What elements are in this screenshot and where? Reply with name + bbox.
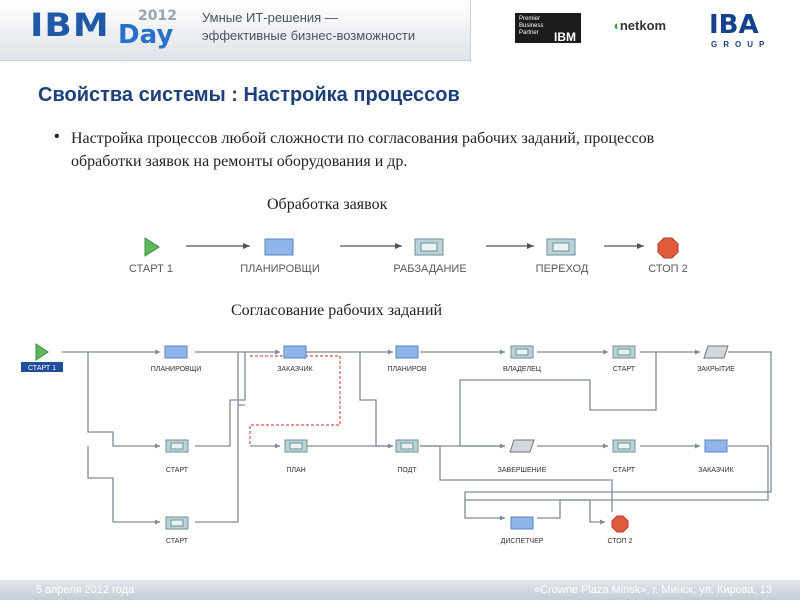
ibmday-banner: IBM 2012 Day Умные ИТ-решения — эффектив… — [0, 0, 470, 61]
badge-line: Business — [519, 23, 544, 29]
logo-year: 2012 — [138, 8, 177, 24]
closing-node-icon — [703, 345, 729, 359]
badge-line: Partner — [519, 30, 539, 36]
node-label: СТАРТ — [166, 538, 189, 545]
node-label: ЗАКАЗЧИК — [698, 467, 734, 474]
node-label: СТАРТ — [613, 366, 636, 373]
start-node-icon — [35, 343, 49, 361]
tagline-line2: эффективные бизнес-возможности — [202, 28, 416, 43]
netkom-mark-icon: ◖ — [612, 18, 620, 33]
node-label: ЗАВЕРШЕНИЕ — [498, 467, 547, 474]
subprocess-node-icon — [414, 238, 444, 256]
completion-node-icon — [509, 439, 535, 453]
stop-node-icon — [657, 237, 679, 259]
netkom-logo: ◖netkom — [612, 18, 666, 33]
process-diagrams: СТАРТ 1 ПЛАНИРОВЩИ РАБЗАДАНИЕ ПЕРЕХОД СТ… — [21, 237, 772, 545]
node-label: СТАРТ 1 — [129, 263, 173, 275]
tagline-line1: Умные ИТ-решения — — [202, 10, 338, 25]
node-label: ПЕРЕХОД — [536, 263, 589, 275]
footer-bar: 5 апреля 2012 года «Crowne Plaza Minsk»,… — [0, 580, 800, 600]
task-node-icon — [283, 345, 307, 359]
node-label: СТОП 2 — [607, 538, 632, 545]
node-label: РАБЗАДАНИЕ — [393, 263, 466, 275]
node-label: ПЛАН — [286, 467, 305, 474]
task-node-icon — [264, 238, 294, 256]
flow2-connectors — [62, 349, 772, 525]
subprocess-node-icon — [165, 516, 189, 530]
header-banner: IBM 2012 Day Умные ИТ-решения — эффектив… — [0, 0, 800, 62]
partner-logos: Premier Business Partner IBM ◖netkom IBA… — [470, 0, 800, 62]
slide-title: Свойства системы : Настройка процессов — [38, 84, 460, 106]
badge-ibm-mark: IBM — [554, 30, 576, 44]
flow2-title: Согласование рабочих заданий — [231, 302, 443, 319]
task-node-icon — [164, 345, 188, 359]
flow1-title: Обработка заявок — [267, 196, 388, 213]
subprocess-node-icon — [165, 439, 189, 453]
node-label: ВЛАДЕЛЕЦ — [503, 366, 542, 373]
task-node-icon — [510, 516, 534, 530]
node-label: ДИСПЕТЧЕР — [501, 538, 544, 545]
node-label: СТАРТ — [166, 467, 189, 474]
node-label: ПЛАНИРОВЩИ — [151, 366, 202, 373]
transition-node-icon — [546, 238, 576, 256]
stop-node-icon — [611, 515, 629, 533]
node-label: ПЛАНИРОВЩИ — [240, 263, 320, 275]
subprocess-node-icon — [284, 439, 308, 453]
node-label: ПОДТ — [397, 467, 417, 474]
subprocess-node-icon — [612, 439, 636, 453]
flow2-diagram: СТАРТ 1 ПЛАНИРОВЩИ ЗАКАЗЧИК ПЛАНИРОВ ВЛА… — [21, 343, 772, 545]
badge-line: Premier — [519, 16, 541, 22]
node-label: СТОП 2 — [648, 263, 687, 275]
start-label-highlight — [21, 362, 63, 372]
iba-group-text: GROUP — [711, 40, 771, 49]
footer-date: 5 апреля 2012 года — [36, 584, 135, 596]
subprocess-node-icon — [395, 439, 419, 453]
subprocess-node-icon — [612, 345, 636, 359]
node-label: ЗАКАЗЧИК — [277, 366, 313, 373]
node-label: ЗАКРЫТИЕ — [697, 366, 735, 373]
node-label: ПЛАНИРОВ — [387, 366, 426, 373]
bullet-icon: • — [54, 128, 60, 145]
task-node-icon — [395, 345, 419, 359]
subprocess-node-icon — [510, 345, 534, 359]
day-logo: Day — [118, 20, 174, 50]
flow1-diagram: СТАРТ 1 ПЛАНИРОВЩИ РАБЗАДАНИЕ ПЕРЕХОД СТ… — [129, 237, 688, 275]
netkom-text: netkom — [619, 18, 667, 33]
premier-partner-badge: Premier Business Partner IBM — [515, 13, 581, 43]
task-node-icon — [704, 439, 728, 453]
start-node-icon — [144, 237, 160, 257]
ibm-logo: IBM — [30, 7, 110, 44]
iba-logo: IBA — [709, 10, 759, 40]
node-label: СТАРТ — [613, 467, 636, 474]
node-label: СТАРТ 1 — [28, 365, 56, 372]
bullet-text: Настройка процессов любой сложности по с… — [71, 130, 655, 170]
footer-venue: «Crowne Plaza Minsk», г. Минск, ул. Киро… — [534, 584, 772, 596]
